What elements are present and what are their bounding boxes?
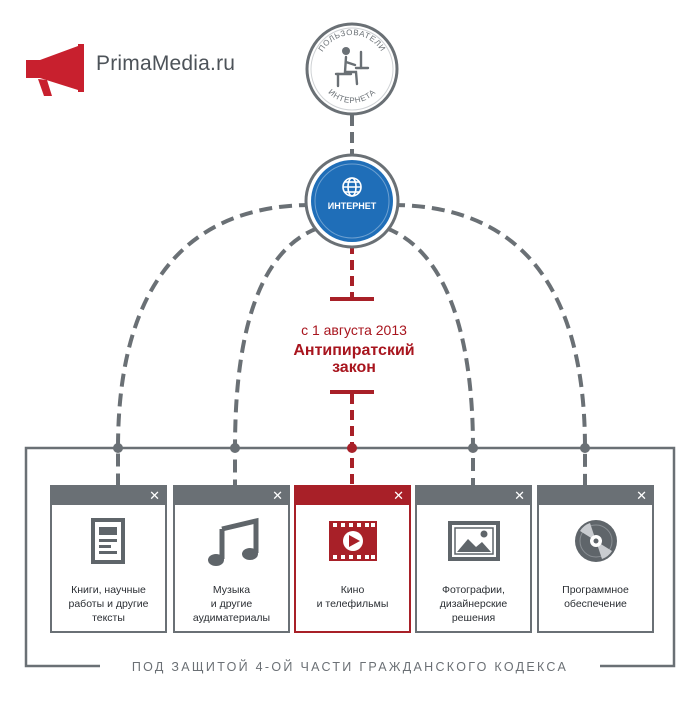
card-film[interactable]: ✕ Кино и телефильмы [294, 485, 411, 633]
card-label: Книги, научные работы и другие тексты [68, 584, 149, 624]
card-titlebar [539, 487, 652, 505]
internet-label: ИНТЕРНЕТ [328, 201, 377, 211]
document-icon [91, 518, 125, 564]
music-note-icon [208, 517, 259, 566]
picture-icon [448, 521, 500, 561]
card-titlebar [175, 487, 288, 505]
law-title-line2: закон [332, 359, 376, 376]
close-icon[interactable]: ✕ [272, 488, 283, 503]
law-title-line1: Антипиратский [293, 342, 415, 359]
card-titlebar [296, 487, 409, 505]
card-titlebar [417, 487, 530, 505]
card-photos[interactable]: ✕ Фотографии, дизайнерские решения [415, 485, 532, 633]
card-label: Программное обеспечение [562, 584, 629, 610]
internet-node: ИНТЕРНЕТ [304, 153, 400, 249]
arc-books [116, 203, 313, 485]
close-icon[interactable]: ✕ [149, 488, 160, 503]
arc-music [233, 226, 319, 485]
card-label: Кино и телефильмы [316, 584, 389, 610]
arc-photos [385, 226, 475, 485]
card-music[interactable]: ✕ Музыка и другие аудиматериалы [173, 485, 290, 633]
card-label: Музыка и другие аудиматериалы [192, 584, 271, 624]
disc-icon [575, 520, 617, 562]
megaphone-icon [26, 44, 84, 96]
user-at-computer-icon [334, 47, 370, 88]
card-software[interactable]: ✕ Программное обеспечение [537, 485, 654, 633]
film-play-icon [329, 521, 377, 561]
globe-icon [342, 177, 362, 197]
arc-software [391, 203, 587, 485]
card-titlebar [52, 487, 165, 505]
law-title: Антипиратский закон [254, 342, 454, 376]
close-icon[interactable]: ✕ [514, 488, 525, 503]
card-books[interactable]: ✕ Книги, научные работы и другие тексты [50, 485, 167, 633]
frame-junctions [113, 443, 590, 453]
close-icon[interactable]: ✕ [636, 488, 647, 503]
close-icon[interactable]: ✕ [393, 488, 404, 503]
frame-caption: ПОД ЗАЩИТОЙ 4-ОЙ ЧАСТИ ГРАЖДАНСКОГО КОДЕ… [100, 660, 600, 674]
logo-text[interactable]: PrimaMedia.ru [96, 52, 236, 75]
law-block-line [330, 244, 374, 485]
users-node: ПОЛЬЗОВАТЕЛИ ИНТЕРНЕТА [305, 22, 399, 116]
connection-arcs [116, 203, 587, 485]
card-label: Фотографии, дизайнерские решения [439, 584, 508, 624]
law-date: с 1 августа 2013 [301, 322, 407, 338]
